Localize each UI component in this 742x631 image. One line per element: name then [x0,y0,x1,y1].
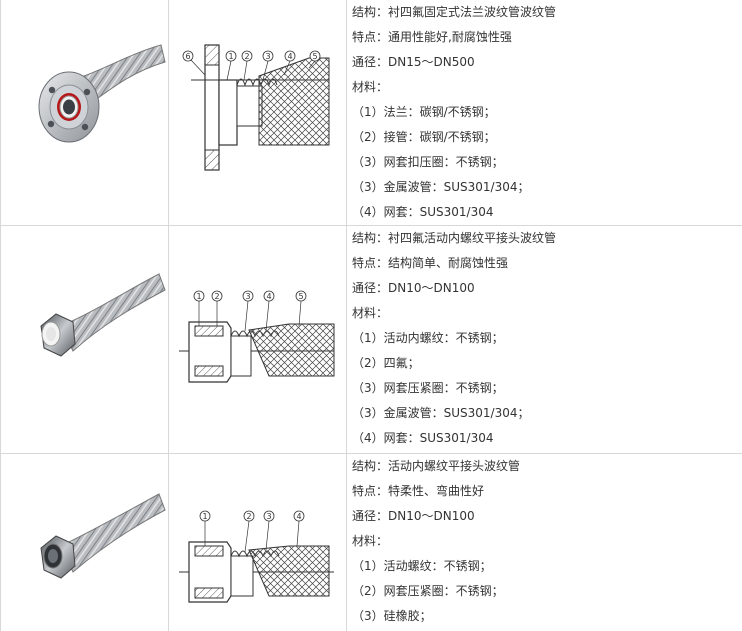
callout-6: 6 [185,52,190,61]
table-row: 6 1 2 3 4 5 [1,0,742,226]
callout-4: 4 [296,512,301,521]
callout-5: 5 [312,52,317,61]
material-item: （3）金属波管：SUS301/304； [352,406,530,420]
callout-3: 3 [265,52,270,61]
callout-1: 1 [228,52,233,61]
material-item: （1）活动螺纹：不锈钢； [352,559,492,573]
material-item: （2）网套压紧圈：不锈钢； [352,584,504,598]
callout-4: 4 [287,52,292,61]
diameter-text: 通径：DN10～DN100 [352,509,475,523]
structure-diagram-threaded: 1 2 3 4 [169,454,347,631]
product-photo-flange-hose [1,0,169,225]
table-row: 1 2 3 4 5 结 [1,226,742,454]
product-photo-threaded-ptfe-hose [1,226,169,453]
material-title: 材料： [352,534,389,548]
material-title: 材料： [352,80,389,94]
material-item: （1）法兰：碳钢/不锈钢； [352,105,496,119]
material-title: 材料： [352,306,389,320]
table-row: 1 2 3 4 结构：活动内螺纹平接头波纹管 特点：特柔性、弯曲性好 [1,454,742,631]
structure-text: 结构：衬四氟活动内螺纹平接头波纹管 [352,231,557,245]
diameter-text: 通径：DN15～DN500 [352,55,475,69]
structure-text: 结构：衬四氟固定式法兰波纹管波纹管 [352,5,557,19]
callout-3: 3 [266,512,271,521]
feature-text: 特点：结构简单、耐腐蚀性强 [352,256,509,270]
spec-text: 结构：衬四氟活动内螺纹平接头波纹管 特点：结构简单、耐腐蚀性强 通径：DN10～… [347,226,742,453]
material-item: （3）网套压紧圈：不锈钢； [352,381,504,395]
callout-1: 1 [202,512,207,521]
material-item: （4）网套：SUS301/304 [352,205,494,219]
spec-text: 结构：衬四氟固定式法兰波纹管波纹管 特点：通用性能好,耐腐蚀性强 通径：DN15… [347,0,742,225]
callout-3: 3 [245,292,250,301]
material-item: （4）网套：SUS301/304 [352,431,494,445]
feature-text: 特点：通用性能好,耐腐蚀性强 [352,30,512,44]
diameter-text: 通径：DN10～DN100 [352,281,475,295]
product-photo-threaded-hose [1,454,169,631]
material-item: （3）硅橡胶； [352,609,432,623]
material-item: （2）四氟； [352,356,420,370]
structure-diagram-threaded-ptfe: 1 2 3 4 5 [169,226,347,453]
callout-4: 4 [266,292,271,301]
structure-text: 结构：活动内螺纹平接头波纹管 [352,459,521,473]
spec-text: 结构：活动内螺纹平接头波纹管 特点：特柔性、弯曲性好 通径：DN10～DN100… [347,454,742,631]
material-item: （3）金属波管：SUS301/304； [352,180,530,194]
callout-5: 5 [298,292,303,301]
callout-2: 2 [244,52,249,61]
callout-2: 2 [246,512,251,521]
material-item: （2）接管：碳钢/不锈钢； [352,130,496,144]
callout-2: 2 [214,292,219,301]
material-item: （1）活动内螺纹：不锈钢； [352,331,504,345]
material-item: （3）网套扣压圈：不锈钢； [352,155,504,169]
callout-1: 1 [196,292,201,301]
feature-text: 特点：特柔性、弯曲性好 [352,484,485,498]
structure-diagram-flange: 6 1 2 3 4 5 [169,0,347,225]
